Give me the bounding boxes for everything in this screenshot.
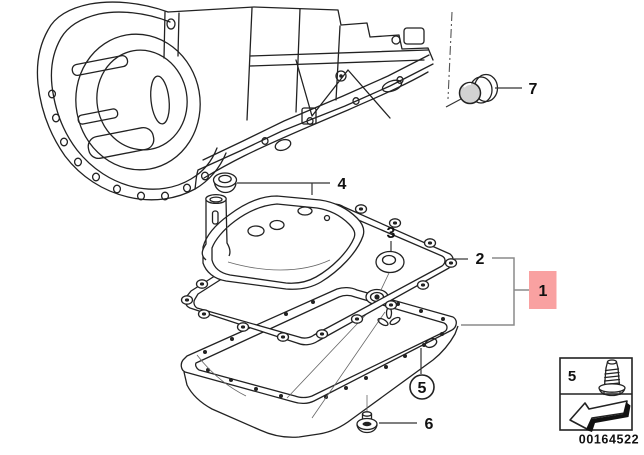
legend-box: 5 (559, 357, 633, 432)
callout-1[interactable]: 1 (539, 283, 548, 300)
screw-icon (598, 359, 626, 397)
seal-washer-drawing (375, 250, 405, 291)
leader-4 (237, 182, 330, 195)
center-dash-line (447, 11, 453, 100)
callout-5[interactable]: 5 (418, 380, 427, 397)
callout-3[interactable]: 3 (387, 225, 396, 242)
callout-1-highlight[interactable]: 1 (529, 271, 557, 309)
callout-5-circled[interactable]: 5 (409, 374, 435, 400)
plug-part-7-drawing (445, 73, 499, 108)
gasket-bolt-lugs (180, 204, 458, 342)
oil-pan-drawing (180, 286, 459, 438)
transmission-housing-drawing (36, 1, 434, 201)
callout-7[interactable]: 7 (529, 81, 538, 98)
bracket-group-1 (461, 257, 529, 326)
direction-arrow-icon (569, 400, 631, 432)
legend-fastener-number: 5 (568, 368, 576, 385)
callout-2[interactable]: 2 (476, 251, 485, 268)
gasket-drawing (180, 203, 458, 346)
callout-6[interactable]: 6 (425, 416, 434, 433)
oil-filter-drawing (201, 172, 365, 290)
callout-4[interactable]: 4 (338, 176, 347, 193)
highlight-box[interactable] (529, 271, 557, 309)
drain-plug-6-drawing (356, 395, 378, 434)
diagram-number: 00164522 (579, 433, 639, 447)
